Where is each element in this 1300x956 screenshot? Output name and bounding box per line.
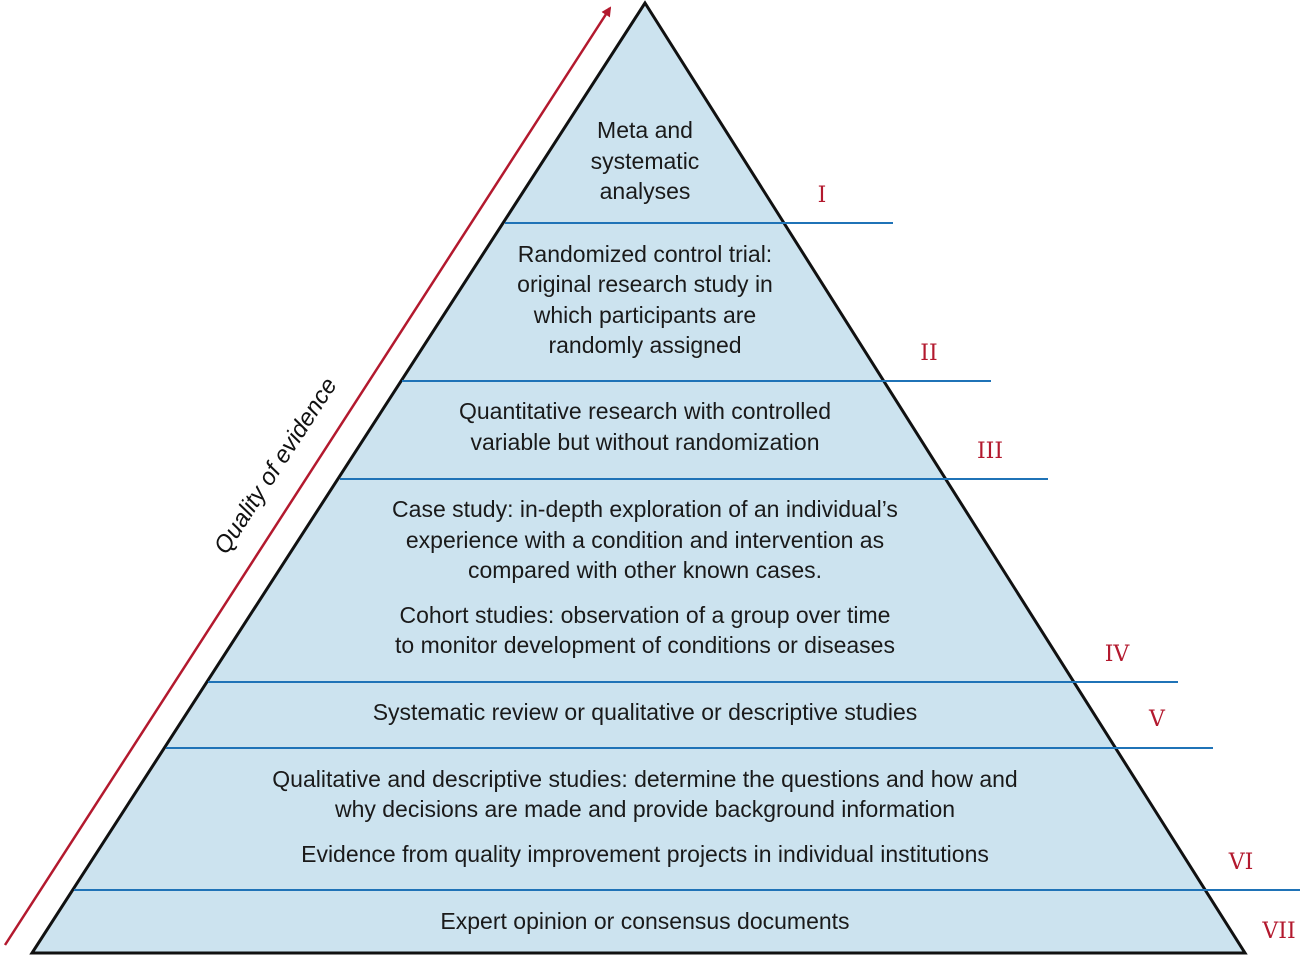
level-dividers (74, 222, 1300, 891)
quality-arrow-line (3, 6, 612, 946)
level-numeral: IV (1105, 642, 1131, 667)
level-6-text-line: Evidence from quality improvement projec… (301, 841, 989, 867)
level-2-text-line: randomly assigned (548, 332, 741, 358)
quality-arrow (3, 6, 612, 946)
level-4-text-line: Case study: in-depth exploration of an i… (392, 496, 898, 522)
level-3-text-line: Quantitative research with controlled (459, 398, 831, 424)
level-numeral: VI (1228, 850, 1254, 875)
level-4-text-line: compared with other known cases. (468, 557, 822, 583)
level-2-text-line: Randomized control trial: (518, 241, 772, 267)
level-3-text-line: variable but without randomization (470, 429, 819, 455)
level-numeral: VII (1261, 919, 1295, 944)
level-4-text-line: Cohort studies: observation of a group o… (400, 602, 891, 628)
level-6-text-line: Qualitative and descriptive studies: det… (272, 766, 1017, 792)
level-2-text-line: which participants are (533, 302, 756, 328)
level-numeral: III (977, 439, 1003, 464)
level-5-text-line: Systematic review or qualitative or desc… (373, 699, 918, 725)
level-4-text-line: experience with a condition and interven… (406, 527, 884, 553)
level-numeral: I (818, 183, 827, 208)
level-4-text-line: to monitor development of conditions or … (395, 632, 895, 658)
level-7-text-line: Expert opinion or consensus documents (440, 908, 849, 934)
level-numeral: II (920, 341, 937, 366)
level-2-text-line: original research study in (517, 271, 773, 297)
level-1-text-line: systematic (591, 148, 700, 174)
level-1-text-line: Meta and (597, 117, 693, 143)
level-6-text-line: why decisions are made and provide backg… (334, 796, 955, 822)
level-1-text-line: analyses (600, 178, 691, 204)
level-numeral: V (1148, 707, 1166, 732)
